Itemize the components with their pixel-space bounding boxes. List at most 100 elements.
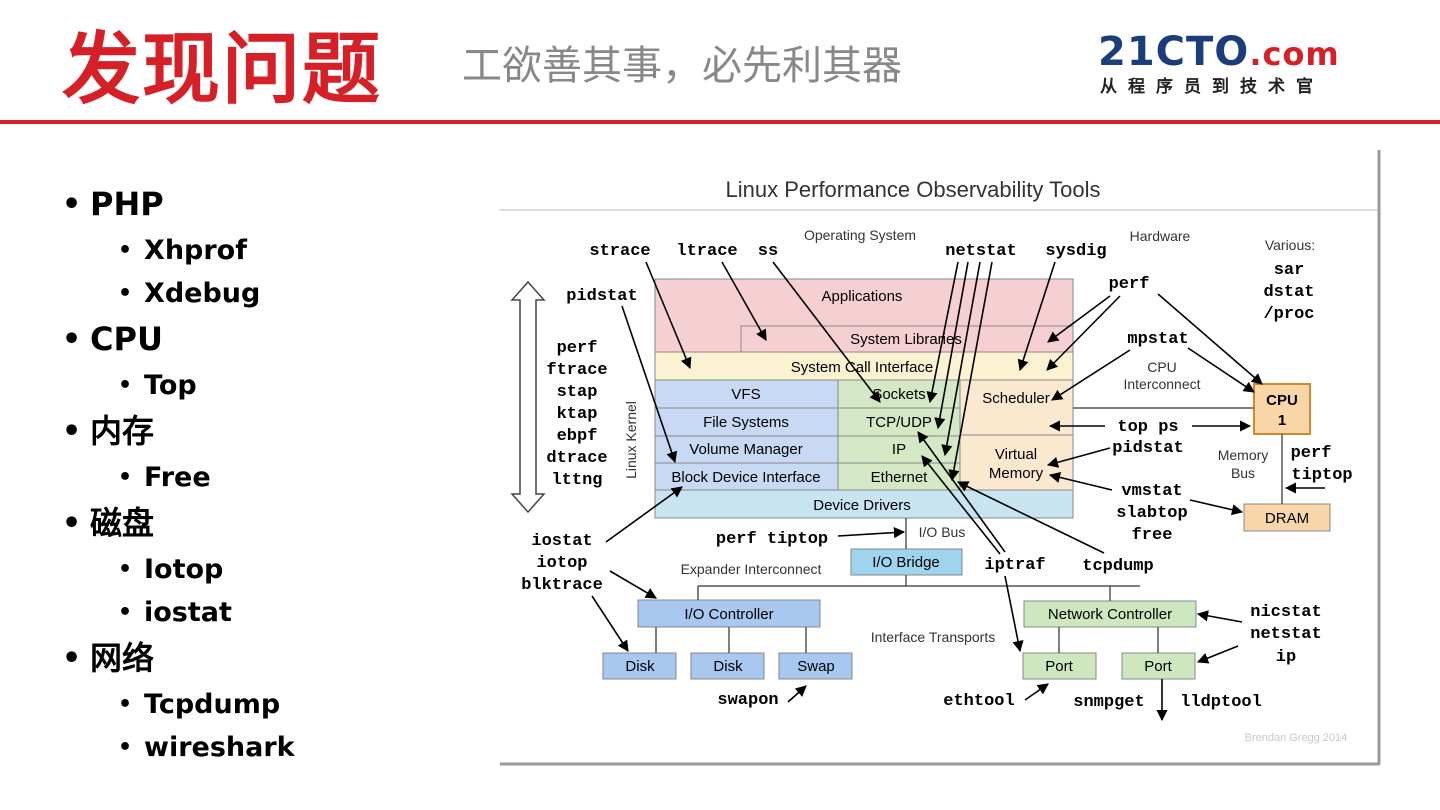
- label-tcp-udp: TCP/UDP: [866, 414, 932, 431]
- label-sockets: Sockets: [872, 386, 925, 403]
- kernel-scope-arrow: [510, 280, 546, 514]
- tool-lldptool: lldptool: [1180, 693, 1262, 712]
- arrow-iptraf-ip: [921, 455, 1001, 555]
- diagram-credit: Brendan Gregg 2014: [1245, 732, 1348, 744]
- arrow-iptraf-tcp: [917, 431, 1006, 553]
- label-dram: DRAM: [1265, 510, 1309, 527]
- tool-iptraf: iptraf: [984, 556, 1045, 575]
- tool-vmstat: vmstat: [1121, 482, 1182, 501]
- label-io-controller: I/O Controller: [684, 606, 773, 623]
- box-volume-manager: [654, 435, 839, 464]
- arrow-blktrace: [591, 595, 629, 652]
- arrow-perf-cpu: [1157, 293, 1263, 385]
- diagram-title: Linux Performance Observability Tools: [726, 177, 1101, 202]
- label-system-call-interface: System Call Interface: [791, 359, 934, 376]
- label-memory: Memory: [989, 465, 1044, 482]
- tool-iotop: iotop: [536, 554, 587, 573]
- tool-blktrace: blktrace: [521, 576, 603, 595]
- box-ip: [837, 435, 961, 464]
- bullet-free: Free: [62, 456, 295, 499]
- tool-ktap: ktap: [557, 405, 598, 424]
- linux-observability-diagram: Linux Performance Observability Tools Op…: [499, 149, 1381, 766]
- tool-pidstat-right: pidstat: [1112, 439, 1183, 458]
- bullet-cpu: CPU: [62, 315, 295, 364]
- arrow-nicstat: [1196, 610, 1243, 623]
- logo-wordmark: 21CTO.com: [1098, 30, 1340, 76]
- label-vfs: VFS: [731, 386, 760, 403]
- page-subtitle: 工欲善其事，必先利其器: [462, 43, 902, 89]
- label-block-device-interface: Block Device Interface: [671, 469, 820, 486]
- label-scheduler: Scheduler: [982, 390, 1050, 407]
- tool-ebpf: ebpf: [557, 427, 598, 446]
- label-volume-manager: Volume Manager: [689, 441, 802, 458]
- tool-pidstat-left: pidstat: [566, 287, 637, 306]
- tool-free: free: [1132, 526, 1173, 545]
- arrow-vmstat-vm: [1048, 471, 1113, 491]
- arrow-mpstat-cpu: [1187, 347, 1255, 393]
- box-block-device-interface: [654, 462, 839, 491]
- bullet-iostat: iostat: [62, 591, 295, 634]
- arrow-mpstat-sched: [1051, 349, 1131, 401]
- tool-netstat-right: netstat: [1250, 625, 1321, 644]
- box-port-2: [1121, 652, 1196, 680]
- bullet-top: Top: [62, 364, 295, 407]
- various-label: Various:: [1265, 237, 1315, 253]
- arrow-sysdig: [1017, 261, 1056, 372]
- tool-mpstat: mpstat: [1127, 330, 1188, 349]
- tool-ss: ss: [758, 242, 778, 261]
- label-io-bus: I/O Bus: [919, 524, 966, 540]
- bullet-tcpdump: Tcpdump: [62, 683, 295, 726]
- label-io-bridge: I/O Bridge: [872, 554, 940, 571]
- box-network-controller: [1023, 600, 1197, 628]
- label-interface-transports: Interface Transports: [871, 629, 996, 645]
- tool-ip: ip: [1276, 648, 1296, 667]
- arrow-netstat-2: [934, 261, 969, 430]
- arrow-iotop: [609, 570, 657, 599]
- tool-proc: /proc: [1263, 305, 1314, 324]
- brand-logo: 21CTO.com 从程序员到技术官: [1098, 30, 1358, 100]
- box-file-systems: [654, 407, 839, 437]
- logo-com-text: .com: [1249, 35, 1340, 73]
- tool-perf-top: perf: [1109, 275, 1150, 294]
- arrow-perf-tiptop: [837, 527, 906, 539]
- label-virtual: Virtual: [995, 446, 1037, 463]
- label-cpu: CPU: [1266, 392, 1298, 409]
- bullet-network: 网络: [62, 634, 295, 683]
- section-os-label: Operating System: [804, 227, 916, 243]
- label-memory-bus-1: Memory: [1218, 447, 1269, 463]
- arrow-iostat: [605, 486, 683, 543]
- box-vfs: [654, 379, 839, 409]
- box-sockets: [837, 379, 961, 409]
- arrow-strace: [645, 261, 692, 370]
- tool-strace: strace: [589, 242, 650, 261]
- bullet-memory: 内存: [62, 407, 295, 456]
- tool-stap: stap: [557, 383, 598, 402]
- label-cpu-interconnect-2: Interconnect: [1123, 376, 1200, 392]
- page-title: 发现问题: [62, 25, 383, 115]
- tool-top-ps: top ps: [1117, 418, 1178, 437]
- header-divider: [0, 120, 1440, 124]
- label-port-2: Port: [1144, 658, 1172, 675]
- bullet-php: PHP: [62, 180, 295, 229]
- box-swap: [778, 652, 853, 680]
- arrow-pidstat-vm: [1046, 447, 1111, 468]
- tool-ftrace: ftrace: [546, 361, 607, 380]
- tool-ltrace: ltrace: [676, 242, 737, 261]
- label-cpu-number: 1: [1278, 412, 1286, 429]
- box-io-controller: [637, 599, 821, 628]
- label-port-1: Port: [1045, 658, 1073, 675]
- tool-lttng: lttng: [551, 471, 602, 490]
- arrow-pidstat: [621, 305, 678, 464]
- arrow-swapon: [787, 685, 807, 703]
- box-cpu: [1253, 383, 1311, 435]
- label-applications: Applications: [822, 288, 903, 305]
- tool-netstat-top: netstat: [945, 242, 1016, 261]
- arrow-vmstat-dram: [1189, 499, 1244, 516]
- tool-perf-left: perf: [557, 339, 598, 358]
- label-disk-1: Disk: [625, 658, 655, 675]
- bullet-disk: 磁盘: [62, 499, 295, 548]
- arrow-ethtool: [1024, 683, 1049, 701]
- tool-dstat: dstat: [1263, 283, 1314, 302]
- tool-perf-tiptop: perf tiptop: [716, 530, 828, 549]
- label-network-controller: Network Controller: [1048, 606, 1172, 623]
